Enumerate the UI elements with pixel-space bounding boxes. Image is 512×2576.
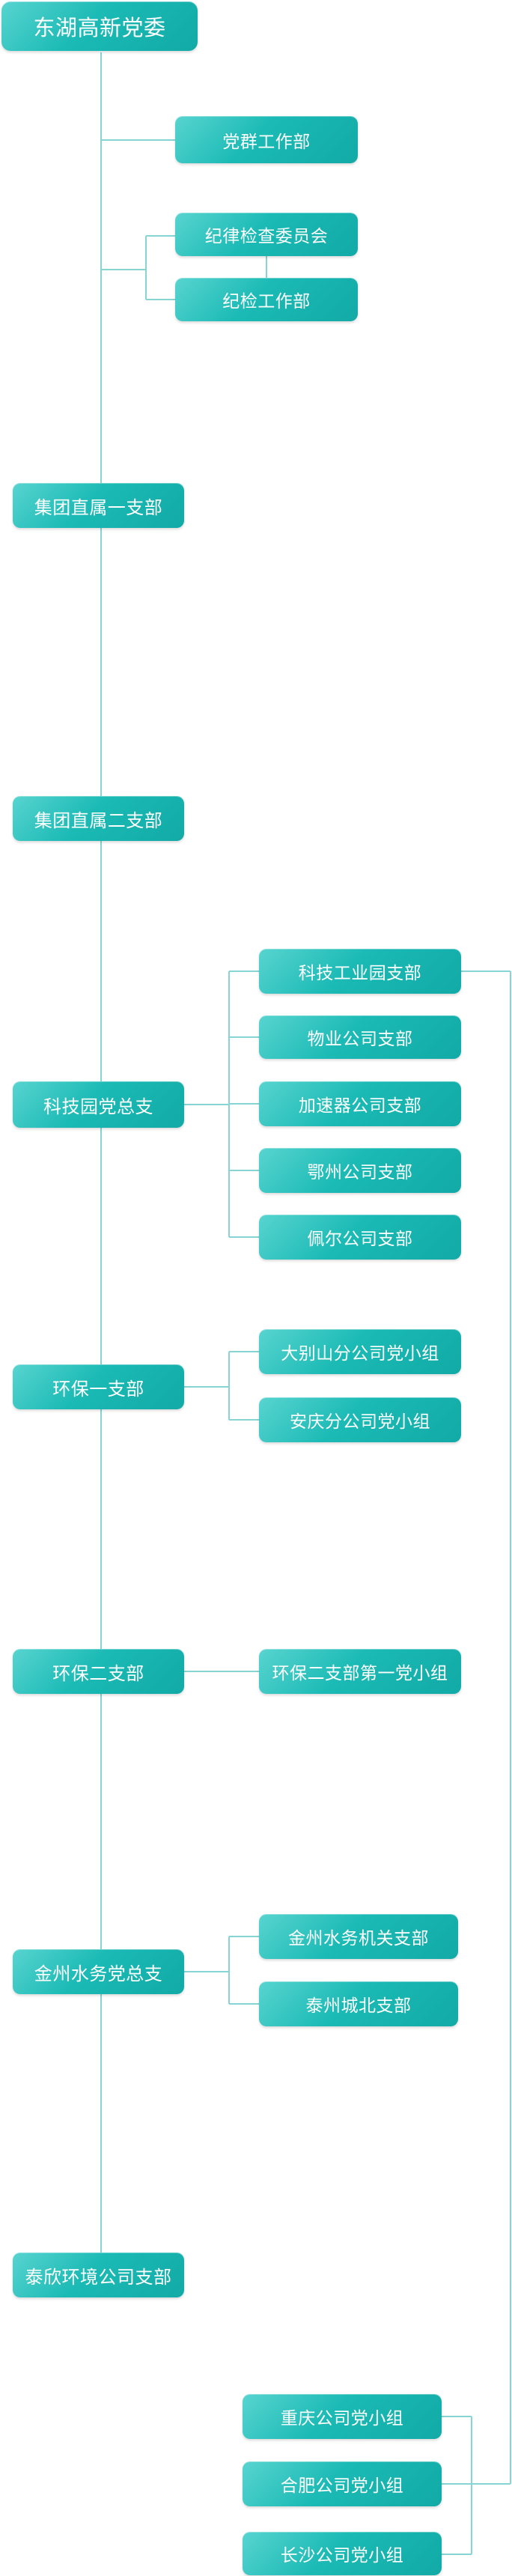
node-peier: 佩尔公司支部 xyxy=(259,1215,461,1260)
node-ezhou: 鄂州公司支部 xyxy=(259,1148,461,1193)
node-huanbao2-group1: 环保二支部第一党小组 xyxy=(259,1649,461,1694)
root-node: 东湖高新党委 xyxy=(1,1,198,51)
node-changsha-group: 长沙公司党小组 xyxy=(243,2532,442,2575)
branch-jituan2: 集团直属二支部 xyxy=(13,796,184,841)
node-wuye: 物业公司支部 xyxy=(259,1015,461,1059)
node-anqing: 安庆分公司党小组 xyxy=(259,1397,461,1442)
node-hefei-group: 合肥公司党小组 xyxy=(243,2461,442,2506)
node-jiwei: 纪律检查委员会 xyxy=(175,213,358,256)
node-jijian: 纪检工作部 xyxy=(175,278,358,321)
node-chongqing-group: 重庆公司党小组 xyxy=(243,2394,442,2439)
node-jiasuqi: 加速器公司支部 xyxy=(259,1081,461,1126)
branch-jinzhou: 金州水务党总支 xyxy=(13,1949,184,1994)
branch-huanbao2: 环保二支部 xyxy=(13,1649,184,1694)
branch-huanbao1: 环保一支部 xyxy=(13,1364,184,1409)
branch-kejiyuan: 科技园党总支 xyxy=(13,1081,184,1128)
branch-taixin: 泰欣环境公司支部 xyxy=(13,2253,184,2297)
node-taizhou-chengbei: 泰州城北支部 xyxy=(259,1981,458,2026)
node-keji-gongyeyuan: 科技工业园支部 xyxy=(259,949,461,994)
node-dabieshan: 大别山分公司党小组 xyxy=(259,1329,461,1374)
node-jinzhou-jiguan: 金州水务机关支部 xyxy=(259,1914,458,1959)
branch-jituan1: 集团直属一支部 xyxy=(13,483,184,528)
node-dangqun: 党群工作部 xyxy=(175,116,358,163)
